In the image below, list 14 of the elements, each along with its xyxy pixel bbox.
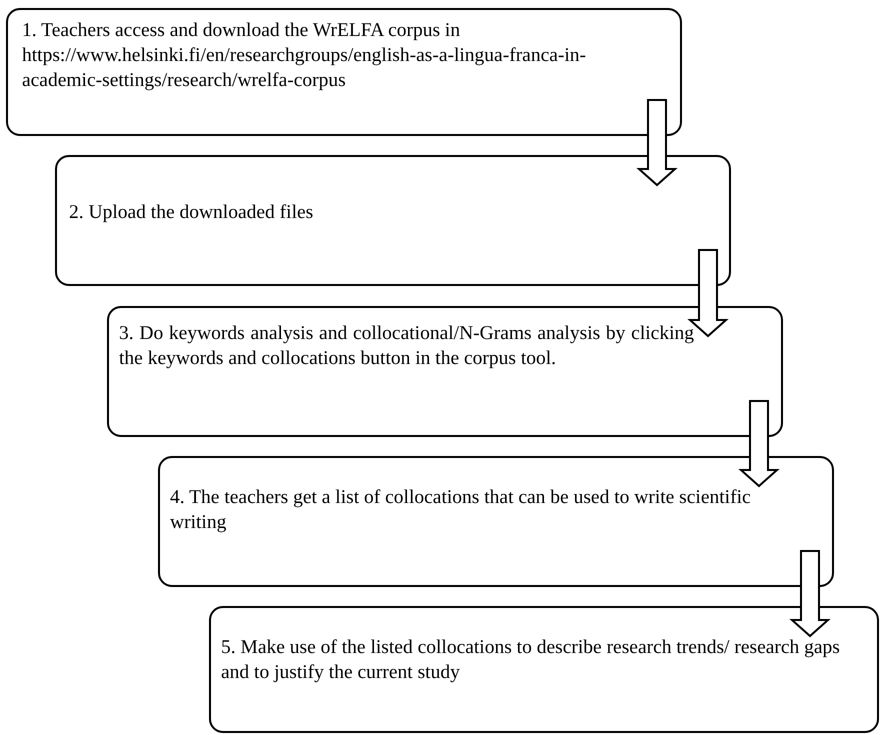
process-box	[158, 456, 834, 587]
process-box	[107, 306, 783, 437]
step-text: 5. Make use of the listed collocations to describe research trends/ research gaps and to justify the current study	[221, 636, 841, 685]
process-box	[209, 606, 879, 733]
process-box	[6, 8, 682, 136]
block-arrow	[687, 249, 729, 338]
step-text: 3. Do keywords analysis and collocational/N-Grams analysis by clicking the keywords and collocations button in the corpus tool.	[119, 322, 694, 371]
process-box	[55, 155, 731, 286]
step-text: 4. The teachers get a list of collocations that can be used to write scientific writing	[170, 486, 752, 535]
block-arrow	[738, 400, 780, 488]
block-arrow	[636, 99, 678, 186]
block-arrow	[789, 550, 831, 638]
step-text: 1. Teachers access and download the WrELFA corpus in https://www.helsinki.fi/en/researchgroups/english-as-a-lingua-franca-in-academic-settings/research/wrelfa-corpus	[22, 19, 588, 93]
step-text: 2. Upload the downloaded files	[69, 201, 314, 225]
